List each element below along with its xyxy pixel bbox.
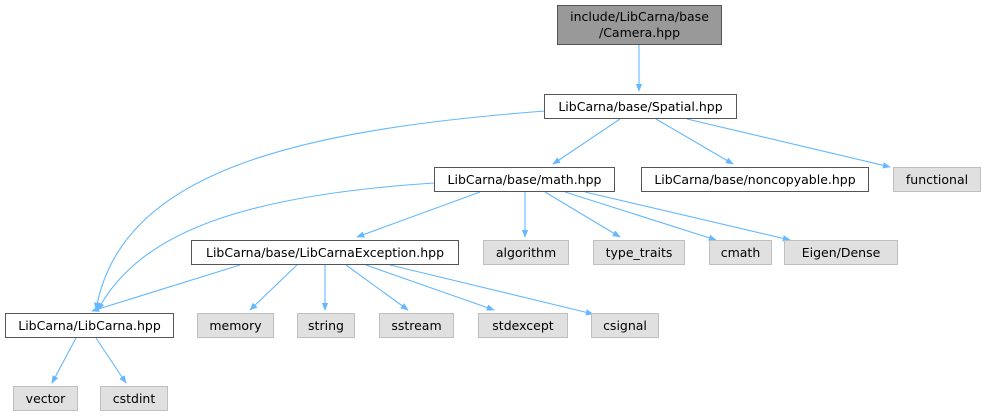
- node-math-hpp-label: LibCarna/base/math.hpp: [447, 171, 602, 187]
- edge-spatial-noncopyable: [655, 118, 734, 165]
- edge-math-cmath: [564, 191, 717, 241]
- node-vector-label: vector: [25, 390, 66, 406]
- node-algorithm-label: algorithm: [495, 244, 557, 260]
- node-memory-label: memory: [209, 317, 262, 333]
- node-csignal-label: csignal: [603, 317, 647, 333]
- node-cmath: cmath: [709, 240, 772, 265]
- node-functional: functional: [893, 167, 981, 192]
- edge-math-exception: [356, 191, 481, 238]
- node-math-hpp[interactable]: LibCarna/base/math.hpp: [434, 167, 615, 192]
- node-cstdint: cstdint: [100, 386, 168, 411]
- edge-libcarna-vector: [51, 337, 77, 384]
- node-cmath-label: cmath: [720, 244, 761, 260]
- edge-exception-sstream: [345, 264, 409, 311]
- edge-exception-memory: [249, 264, 298, 311]
- edge-exception-stdexcept: [365, 264, 495, 311]
- edge-spatial-libcarna: [94, 110, 546, 311]
- node-libcarna-hpp-label: LibCarna/LibCarna.hpp: [18, 317, 161, 333]
- edge-math-eigen: [584, 191, 791, 242]
- node-spatial-hpp-label: LibCarna/base/Spatial.hpp: [558, 98, 723, 114]
- node-sstream: sstream: [379, 313, 454, 338]
- edge-spatial-functional: [686, 118, 891, 169]
- node-vector: vector: [13, 386, 78, 411]
- node-csignal: csignal: [591, 313, 659, 338]
- node-sstream-label: sstream: [391, 317, 442, 333]
- node-camera-hpp-label: include/LibCarna/base /Camera.hpp: [570, 9, 709, 40]
- edge-exception-libcarna: [91, 264, 241, 312]
- node-cstdint-label: cstdint: [112, 390, 156, 406]
- edge-spatial-math: [552, 118, 621, 165]
- node-noncopyable-hpp-label: LibCarna/base/noncopyable.hpp: [654, 171, 856, 187]
- edge-math-type-traits: [544, 191, 621, 238]
- node-stdexcept-label: stdexcept: [492, 317, 554, 333]
- node-camera-hpp: include/LibCarna/base /Camera.hpp: [557, 5, 722, 45]
- node-functional-label: functional: [905, 171, 969, 187]
- node-libcarnaexception-hpp[interactable]: LibCarna/base/LibCarnaException.hpp: [191, 240, 459, 265]
- node-spatial-hpp[interactable]: LibCarna/base/Spatial.hpp: [544, 94, 737, 119]
- node-noncopyable-hpp[interactable]: LibCarna/base/noncopyable.hpp: [641, 167, 869, 192]
- node-stdexcept: stdexcept: [478, 313, 568, 338]
- node-string: string: [297, 313, 355, 338]
- node-type-traits: type_traits: [593, 240, 685, 265]
- node-libcarnaexception-hpp-label: LibCarna/base/LibCarnaException.hpp: [205, 244, 445, 260]
- node-type-traits-label: type_traits: [605, 244, 673, 260]
- node-algorithm: algorithm: [483, 240, 569, 265]
- node-eigen-dense-label: Eigen/Dense: [801, 244, 881, 260]
- node-memory: memory: [197, 313, 274, 338]
- node-libcarna-hpp[interactable]: LibCarna/LibCarna.hpp: [5, 313, 174, 338]
- node-string-label: string: [308, 317, 344, 333]
- node-eigen-dense: Eigen/Dense: [784, 240, 898, 265]
- edge-exception-csignal: [389, 264, 594, 316]
- edge-libcarna-cstdint: [95, 337, 127, 384]
- edge-math-libcarna: [97, 182, 435, 311]
